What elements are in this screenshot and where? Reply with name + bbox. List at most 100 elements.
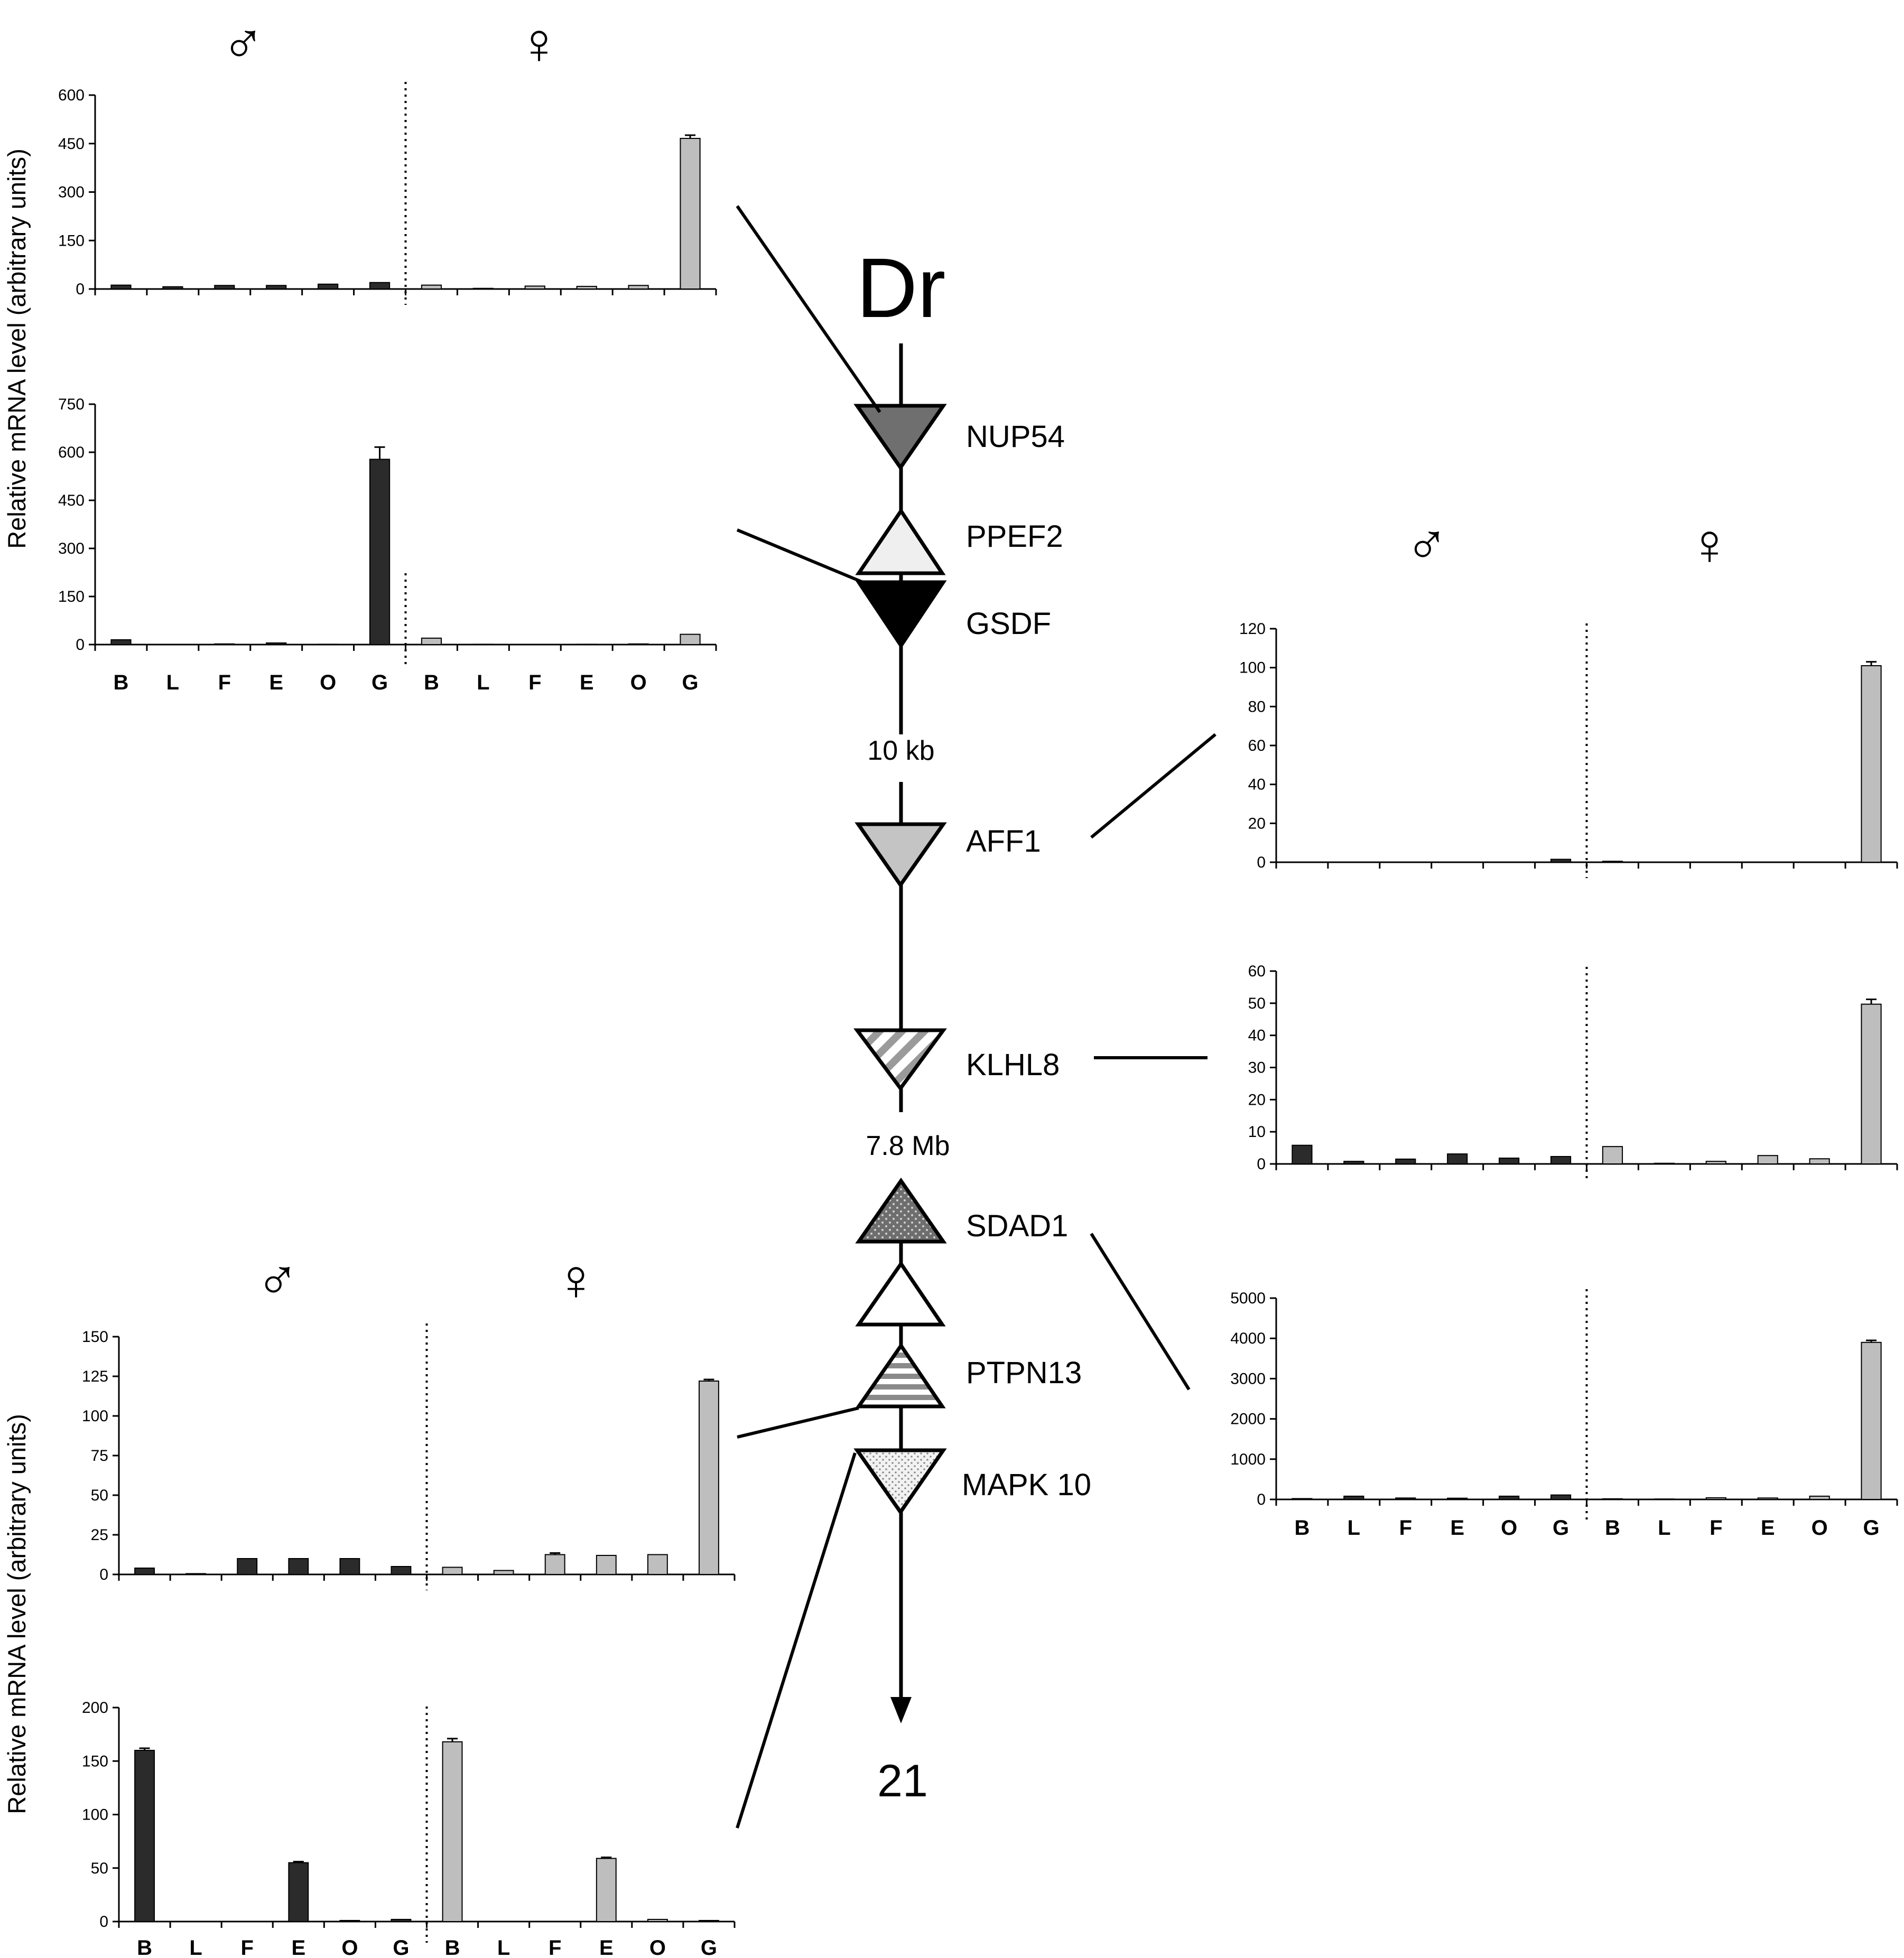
female-symbol-bottom-left: ♀ [554, 1247, 598, 1312]
category-label: E [269, 671, 283, 694]
y-tick-label: 100 [82, 1407, 108, 1425]
y-tick-label: 450 [58, 492, 85, 509]
bar [369, 459, 391, 645]
connector-nup54 [736, 205, 881, 413]
y-tick-label: 600 [58, 444, 85, 461]
bar [1395, 1158, 1416, 1164]
category-label: F [549, 1936, 561, 1958]
category-label: L [497, 1936, 510, 1958]
y-tick-label: 80 [1248, 698, 1266, 715]
bar [318, 283, 339, 290]
y-tick-label: 50 [91, 1860, 108, 1877]
gene-label-gsdf: GSDF [966, 607, 1051, 641]
category-label: G [371, 671, 388, 694]
bar [699, 1919, 719, 1923]
bar [1550, 1494, 1572, 1500]
bar [1343, 1495, 1364, 1500]
y-tick-label: 0 [76, 636, 85, 654]
category-label: O [320, 671, 336, 694]
y-tick-label: 50 [1248, 995, 1266, 1012]
bar [647, 1918, 668, 1922]
y-tick-label: 150 [82, 1752, 108, 1770]
y-tick-label: 600 [58, 87, 85, 104]
bar [1861, 1341, 1882, 1500]
bar [266, 642, 287, 646]
bar [1861, 1003, 1882, 1164]
bar [288, 1862, 309, 1922]
category-label: G [682, 671, 698, 694]
bar [1447, 1153, 1468, 1164]
y-tick-label: 0 [1257, 854, 1266, 871]
bar [472, 287, 494, 290]
bar [1292, 1144, 1313, 1164]
bar [680, 137, 701, 290]
y-tick-label: 40 [1248, 776, 1266, 794]
category-label: B [1605, 1516, 1620, 1540]
y-tick-label: 300 [58, 184, 85, 201]
bar [493, 1570, 514, 1575]
bar [1395, 1497, 1416, 1500]
bar [1292, 1498, 1313, 1500]
bar [134, 1750, 155, 1922]
bar [339, 1558, 360, 1575]
gene-label-nup54: NUP54 [966, 419, 1065, 454]
bar [214, 643, 235, 645]
bar [1861, 665, 1882, 863]
distance-label-10kb: 10 kb [867, 735, 934, 766]
ylabel-top-left: Relative mRNA level (arbitrary units) [3, 148, 31, 548]
y-tick-label: 450 [58, 135, 85, 153]
y-tick-label: 0 [1257, 1491, 1266, 1508]
chromosome-title: Dr [857, 240, 946, 335]
category-label: G [393, 1936, 409, 1958]
bar [1705, 1161, 1726, 1164]
bar [544, 1554, 565, 1575]
bar [647, 1554, 668, 1575]
bar [214, 285, 235, 290]
bar [110, 639, 132, 646]
y-tick-label: 0 [99, 1913, 108, 1931]
y-tick-label: 200 [82, 1699, 108, 1717]
sex-symbols: ♂ ♀ ♂ ♀ ♂ ♀ [221, 11, 1732, 1312]
category-label: G [1863, 1516, 1879, 1540]
connector-aff1 [1090, 733, 1216, 839]
bar [1809, 1158, 1830, 1164]
category-label: O [649, 1936, 666, 1958]
bar [1550, 1156, 1572, 1164]
chromosome-arrow-head [890, 1697, 912, 1723]
bar [185, 1573, 207, 1575]
y-tick-label: 0 [99, 1566, 108, 1583]
y-tick-label: 150 [82, 1328, 108, 1346]
y-tick-label: 125 [82, 1368, 108, 1385]
category-label: G [701, 1936, 717, 1958]
bar [1602, 861, 1623, 863]
category-label: L [477, 671, 489, 694]
bar [596, 1555, 617, 1575]
bar [699, 1381, 719, 1575]
bar [596, 1858, 617, 1922]
y-tick-label: 4000 [1230, 1330, 1266, 1347]
bar [1757, 1155, 1778, 1165]
y-tick-label: 120 [1239, 620, 1266, 638]
gene-label-klhl8: KLHL8 [966, 1048, 1060, 1082]
female-symbol-right: ♀ [1688, 512, 1732, 577]
female-symbol-top-left: ♀ [517, 11, 561, 76]
bar [1499, 1495, 1520, 1500]
bar [288, 1558, 309, 1575]
category-label: B [1295, 1516, 1310, 1540]
gene-marker-ppef2 [855, 507, 946, 575]
category-label: E [1761, 1516, 1775, 1540]
y-tick-label: 100 [82, 1806, 108, 1824]
category-label: B [424, 671, 439, 694]
gene-label-ptpn13: PTPN13 [966, 1356, 1082, 1390]
category-label: L [1658, 1516, 1670, 1540]
bar [524, 285, 545, 290]
y-tick-label: 2000 [1230, 1411, 1266, 1428]
bar [421, 637, 442, 646]
